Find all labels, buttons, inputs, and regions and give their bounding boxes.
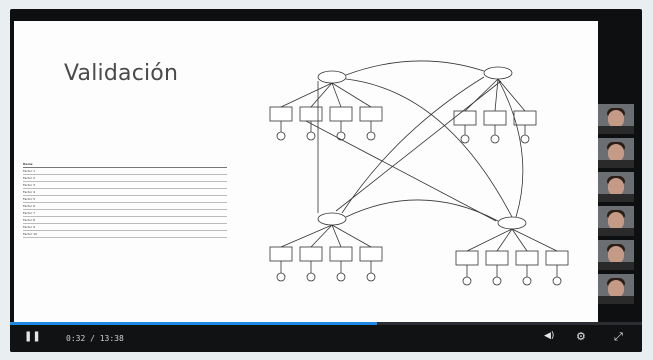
latent-node — [483, 66, 513, 80]
latent-node — [317, 212, 347, 226]
table-row: Factor 7 — [23, 210, 227, 217]
background — [598, 262, 634, 270]
fullscreen-icon[interactable]: ⤢ — [614, 330, 623, 343]
face — [608, 212, 624, 230]
face — [608, 178, 624, 196]
progress-bar[interactable] — [10, 322, 642, 325]
table-cell: Factor 4 — [23, 190, 36, 194]
participant-video[interactable] — [598, 206, 634, 236]
face — [608, 144, 624, 162]
sem-path-diagram — [269, 60, 569, 286]
gear-icon[interactable]: ⚙ — [576, 330, 586, 343]
table-header-cell: Ítems — [23, 162, 33, 166]
indicator-group-top-right — [453, 78, 537, 144]
face — [608, 246, 624, 264]
participant-video[interactable] — [598, 138, 634, 168]
table-cell: Factor 8 — [23, 218, 36, 222]
table-cell: Factor 10 — [23, 232, 37, 236]
table-row: Factor 1 — [23, 168, 227, 175]
latent-node — [497, 216, 527, 230]
indicator-group-bottom-right — [455, 228, 569, 286]
table-cell: Factor 5 — [23, 197, 36, 201]
slide-title: Validación — [64, 61, 179, 86]
participant-video[interactable] — [598, 274, 634, 304]
face — [608, 280, 624, 298]
player-controls: ❚❚ 0:32 / 13:38 ◀) ⚙ ⤢ — [10, 322, 642, 352]
indicator-group-bottom-left — [269, 224, 383, 282]
background — [598, 228, 634, 236]
participant-video[interactable] — [598, 104, 634, 134]
table-row: Factor 2 — [23, 175, 227, 182]
table-cell: Factor 6 — [23, 204, 36, 208]
table-cell: Factor 9 — [23, 225, 36, 229]
background — [598, 160, 634, 168]
background — [598, 296, 634, 304]
participant-strip — [598, 104, 634, 308]
background — [598, 194, 634, 202]
latent-node — [317, 70, 347, 84]
table-row: Factor 9 — [23, 224, 227, 231]
table-row: Factor 5 — [23, 196, 227, 203]
progress-fill — [10, 322, 377, 325]
table-row: Factor 8 — [23, 217, 227, 224]
table-row: Factor 3 — [23, 182, 227, 189]
table-cell: Factor 1 — [23, 169, 36, 173]
pause-icon[interactable]: ❚❚ — [24, 331, 41, 342]
table-body: Factor 1 Factor 2 Factor 3 Factor 4 Factor 5… — [23, 168, 227, 238]
table-row: Factor 6 — [23, 203, 227, 210]
time-display: 0:32 / 13:38 — [66, 334, 124, 343]
table-cell: Factor 7 — [23, 211, 36, 215]
volume-icon[interactable]: ◀) — [544, 331, 555, 341]
participant-video[interactable] — [598, 172, 634, 202]
table-cell: Factor 3 — [23, 183, 36, 187]
structural-paths — [305, 60, 524, 222]
participant-video[interactable] — [598, 240, 634, 270]
table-row: Factor 10 — [23, 231, 227, 238]
indicator-group-top-left — [269, 82, 383, 141]
table-cell: Factor 2 — [23, 176, 36, 180]
table-header-row: Ítems — [23, 161, 227, 168]
table-row: Factor 4 — [23, 189, 227, 196]
face — [608, 110, 624, 128]
background — [598, 126, 634, 134]
